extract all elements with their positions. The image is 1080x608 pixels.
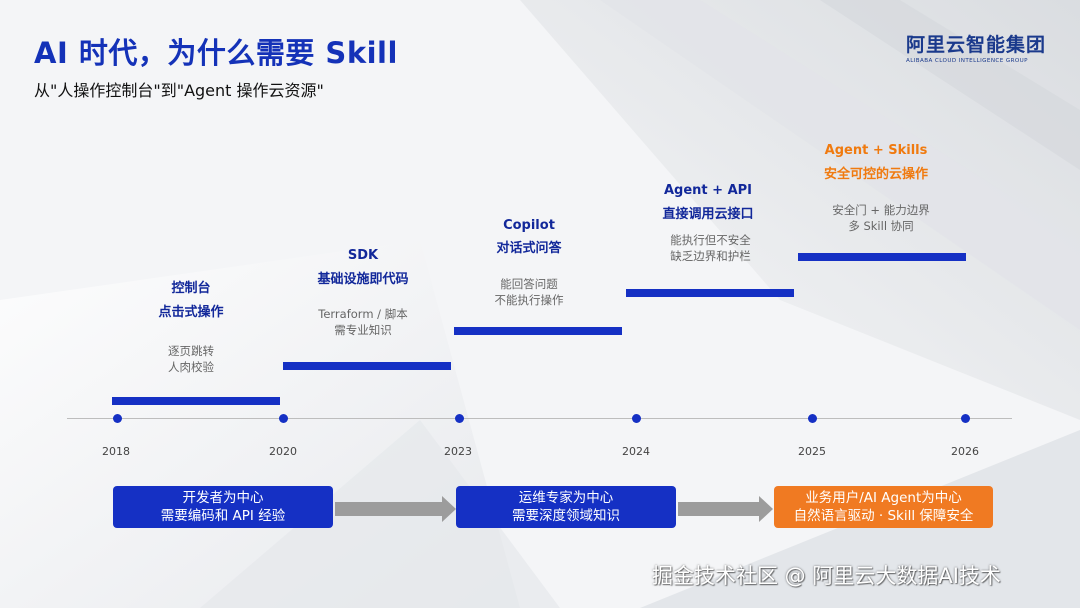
phase-box-developer: 开发者为中心 需要编码和 API 经验 — [113, 486, 333, 528]
stage-5-desc-2: 多 Skill 协同 — [848, 219, 914, 233]
stage-3-subtitle: 对话式问答 — [496, 241, 562, 256]
timeline-dot-2026 — [961, 414, 970, 423]
timeline-year-2025: 2025 — [798, 445, 826, 458]
phase-box-business-user: 业务用户/AI Agent为中心 自然语言驱动 · Skill 保障安全 — [774, 486, 993, 528]
phase-1-line-1: 开发者为中心 — [182, 490, 264, 506]
page-title: AI 时代，为什么需要 Skill — [34, 36, 398, 70]
timeline-dot-2018 — [113, 414, 122, 423]
phase-arrow-2-head-icon — [759, 496, 773, 522]
phase-arrow-2 — [678, 502, 760, 516]
timeline-dot-2023 — [455, 414, 464, 423]
timeline-year-2024: 2024 — [622, 445, 650, 458]
phase-arrow-1 — [335, 502, 443, 516]
stage-3-desc-1: 能回答问题 — [500, 277, 558, 291]
timeline-dot-2025 — [808, 414, 817, 423]
stage-4-title: Agent + API — [663, 183, 753, 198]
stage-2-bar — [283, 362, 451, 370]
timeline-dot-2020 — [279, 414, 288, 423]
stage-4-desc-2: 缺乏边界和护栏 — [670, 249, 751, 263]
stage-4-desc-1: 能执行但不安全 — [670, 233, 751, 247]
phase-arrow-1-head-icon — [442, 496, 456, 522]
stage-3-bar — [454, 327, 622, 335]
stage-3-title: Copilot — [503, 218, 555, 233]
timeline-year-2020: 2020 — [269, 445, 297, 458]
stage-2-title: SDK — [347, 248, 379, 263]
watermark: 掘金技术社区 @ 阿里云大数据AI技术 — [652, 564, 1001, 588]
phase-3-line-1: 业务用户/AI Agent为中心 — [805, 490, 962, 506]
stage-2-subtitle: 基础设施即代码 — [317, 272, 409, 287]
stage-1-subtitle: 点击式操作 — [158, 305, 224, 320]
timeline-dot-2024 — [632, 414, 641, 423]
logo-tagline: ALIBABA CLOUD INTELLIGENCE GROUP — [906, 58, 1028, 64]
stage-2-desc-1: Terraform / 脚本 — [318, 307, 408, 321]
stage-3-desc-2: 不能执行操作 — [494, 293, 564, 307]
stage-5-subtitle: 安全可控的云操作 — [823, 167, 928, 182]
timeline-axis — [67, 418, 1012, 419]
company-logo: 阿里云智能集团 ALIBABA CLOUD INTELLIGENCE GROUP — [906, 30, 1056, 64]
phase-3-line-2: 自然语言驱动 · Skill 保障安全 — [793, 508, 974, 524]
stage-1-bar — [112, 397, 280, 405]
phase-box-ops-expert: 运维专家为中心 需要深度领域知识 — [456, 486, 676, 528]
page-subtitle: 从"人操作控制台"到"Agent 操作云资源" — [34, 81, 324, 100]
stage-5-desc-1: 安全门 + 能力边界 — [832, 203, 930, 217]
stage-4-bar — [626, 289, 794, 297]
stage-5-bar — [798, 253, 966, 261]
timeline-year-2026: 2026 — [951, 445, 979, 458]
phase-2-line-1: 运维专家为中心 — [518, 490, 614, 506]
phase-1-line-2: 需要编码和 API 经验 — [160, 508, 286, 524]
stage-5-title: Agent + Skills — [824, 143, 928, 158]
stage-1-title: 控制台 — [171, 281, 211, 296]
stage-1-desc-2: 人肉校验 — [168, 360, 214, 374]
stage-4-subtitle: 直接调用云接口 — [662, 207, 754, 222]
phase-2-line-2: 需要深度领域知识 — [512, 508, 620, 524]
stage-2-desc-2: 需专业知识 — [334, 323, 392, 337]
timeline-year-2018: 2018 — [102, 445, 130, 458]
logo-name: 阿里云智能集团 — [906, 34, 1047, 56]
timeline-year-2023: 2023 — [444, 445, 472, 458]
stage-1-desc-1: 逐页跳转 — [168, 344, 214, 358]
